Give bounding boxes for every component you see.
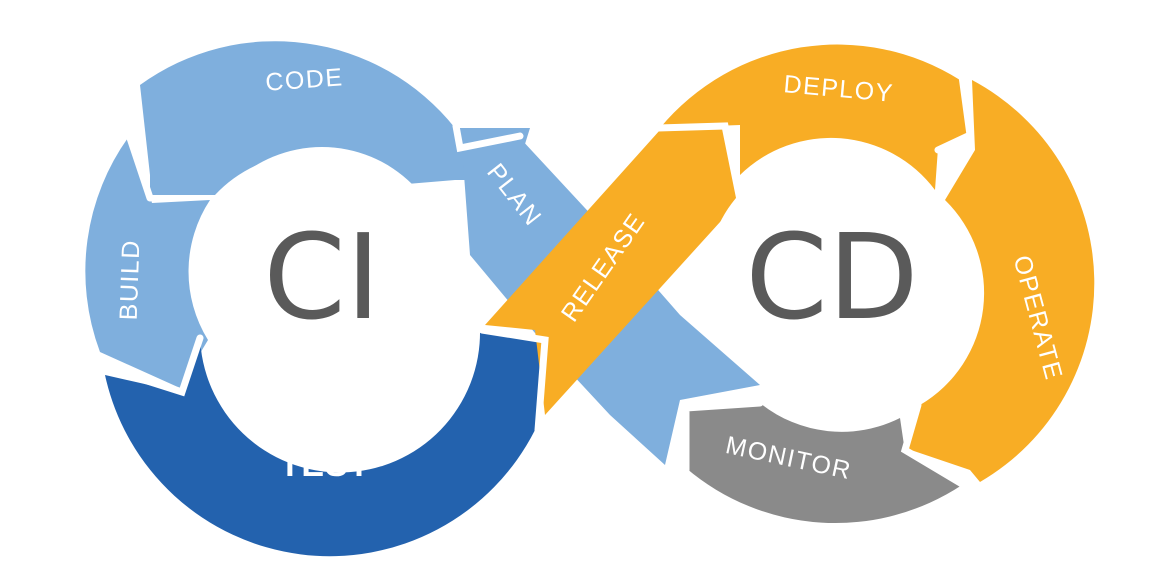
separator-operate-monitor xyxy=(900,401,966,488)
segment-deploy xyxy=(660,44,968,191)
separator-release-deploy xyxy=(654,122,744,204)
ci-label: CI xyxy=(263,208,380,346)
separator-build-test xyxy=(96,334,204,397)
separator-test-release xyxy=(478,326,549,434)
ci-hub xyxy=(194,147,450,403)
separator-code-plan xyxy=(452,122,524,153)
segment-release xyxy=(485,128,740,415)
build-label: BUILD xyxy=(115,239,146,321)
separator-code-build xyxy=(124,128,154,202)
segment-code xyxy=(140,41,530,195)
cd-hub xyxy=(707,153,957,403)
code-label: CODE xyxy=(264,63,344,96)
segment-test xyxy=(105,330,545,557)
cd-label: CD xyxy=(745,208,918,346)
segment-monitor xyxy=(686,403,962,524)
segment-build xyxy=(85,135,210,388)
segment-separators xyxy=(96,72,974,488)
separator-deploy-operate xyxy=(934,72,974,154)
separator-plan-monitor xyxy=(682,399,764,474)
test-label: TEST xyxy=(280,446,371,484)
segment-operate xyxy=(905,80,1095,482)
